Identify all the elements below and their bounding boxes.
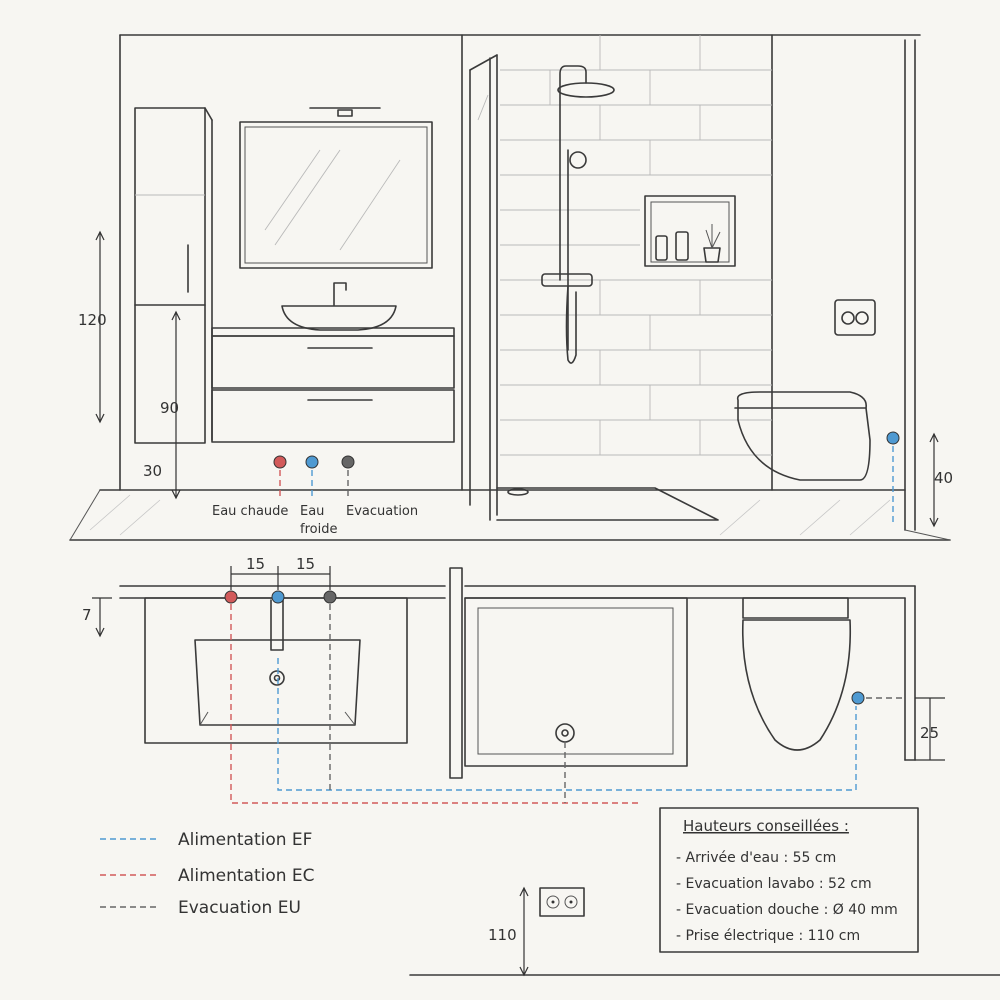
recommended-height-item-4: - Prise électrique : 110 cm: [676, 928, 860, 944]
recommended-height-item-3: - Evacuation douche : Ø 40 mm: [676, 902, 898, 918]
tall-cabinet: [134, 107, 213, 444]
plan-dimension-lines: [92, 566, 945, 761]
dim-vanity-clearance: 30: [143, 462, 162, 480]
elevation-pipes: [273, 431, 900, 525]
plan-shower-tray: [464, 597, 688, 767]
vanity-unit: [211, 282, 455, 443]
label-cold-water-1: Eau: [300, 504, 324, 519]
label-hot-water: Eau chaude: [212, 504, 288, 519]
label-cold-water-2: froide: [300, 522, 337, 537]
dim-vanity-height: 90: [160, 399, 179, 417]
dim-wc-supply-height: 40: [934, 469, 953, 487]
recommended-height-item-1: - Arrivée d'eau : 55 cm: [676, 850, 836, 866]
shelf-niche: [644, 195, 736, 267]
recommended-heights-box: Hauteurs conseillées : - Arrivée d'eau :…: [659, 807, 919, 953]
label-drain: Evacuation: [346, 504, 418, 519]
mirror: [239, 107, 433, 269]
dim-wc-supply-offset: 25: [920, 724, 939, 742]
shower-tray: [496, 487, 719, 521]
power-outlet: [409, 886, 1000, 977]
legend-label-eu: Evacuation EU: [178, 898, 301, 918]
legend-label-ec: Alimentation EC: [178, 866, 315, 886]
plan-view: 15 15 7 25: [82, 555, 945, 804]
recommended-height-item-2: - Evacuation lavabo : 52 cm: [676, 876, 872, 892]
dim-spacing-2: 15: [296, 555, 315, 573]
legend: Alimentation EF Alimentation EC Evacuati…: [100, 830, 315, 918]
dim-wall-offset: 7: [82, 606, 92, 624]
plan-vanity: [144, 597, 408, 744]
plan-pipes: [224, 590, 905, 804]
recommended-heights-title: Hauteurs conseillées :: [683, 817, 849, 835]
dim-spacing-1: 15: [246, 555, 265, 573]
legend-label-ef: Alimentation EF: [178, 830, 312, 850]
plan-toilet: [741, 597, 852, 751]
elevation-dimension-lines: [95, 230, 939, 528]
shower-column: [541, 65, 615, 364]
floor-hatching: [89, 494, 891, 536]
elevation-view: Eau chaude Eau froide Evacuation 120 90 …: [69, 34, 953, 541]
dim-outlet-height: 110: [488, 926, 517, 944]
wall-tiles: [500, 35, 772, 456]
dim-cabinet-height: 120: [78, 311, 107, 329]
shower-screen: [469, 54, 498, 521]
wall-hung-toilet: [734, 299, 876, 481]
